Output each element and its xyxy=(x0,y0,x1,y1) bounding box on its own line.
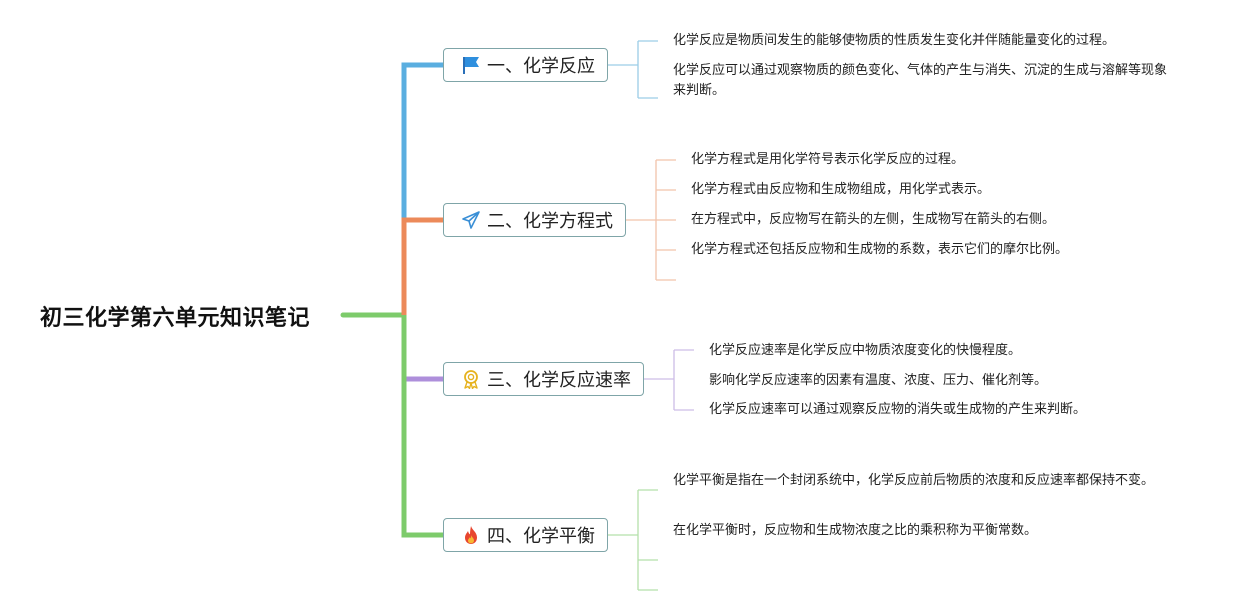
branch-4-leaf-connectors xyxy=(608,489,658,591)
leaf-note[interactable]: 化学方程式由反应物和生成物组成，用化学式表示。 xyxy=(691,182,991,197)
leaf-note[interactable]: 化学反应是物质间发生的能够使物质的性质发生变化并伴随能量变化的过程。 xyxy=(673,33,1116,48)
trunk-segment-2 xyxy=(401,217,443,315)
trunk-segment-4 xyxy=(401,315,443,538)
award-ribbon-icon xyxy=(460,368,482,390)
leaf-note[interactable]: 化学反应速率可以通过观察反应物的消失或生成物的产生来判断。 xyxy=(709,402,1087,417)
leaf-note[interactable]: 化学反应可以通过观察物质的颜色变化、气体的产生与消失、沉淀的生成与溶解等现象来判… xyxy=(673,63,1168,98)
topic-label: 二、化学方程式 xyxy=(487,211,613,232)
leaf-note[interactable]: 影响化学反应速率的因素有温度、浓度、压力、催化剂等。 xyxy=(709,373,1048,388)
fire-icon xyxy=(460,524,482,546)
leaf-note[interactable]: 化学方程式还包括反应物和生成物的系数，表示它们的摩尔比例。 xyxy=(691,242,1069,257)
root-topic-title[interactable]: 初三化学第六单元知识笔记 xyxy=(40,306,311,331)
leaf-note[interactable]: 化学方程式是用化学符号表示化学反应的过程。 xyxy=(691,152,965,167)
topic-reaction-rate[interactable]: 三、化学反应速率 xyxy=(443,362,644,396)
paper-plane-icon xyxy=(460,209,482,231)
trunk-segment-3 xyxy=(401,315,443,382)
leaf-note[interactable]: 化学平衡是指在一个封闭系统中，化学反应前后物质的浓度和反应速率都保持不变。 xyxy=(673,473,1155,488)
branch-3-leaf-connectors xyxy=(644,349,694,411)
topic-label: 四、化学平衡 xyxy=(487,526,595,547)
topic-label: 一、化学反应 xyxy=(487,56,595,77)
leaf-note[interactable]: 在方程式中，反应物写在箭头的左侧，生成物写在箭头的右侧。 xyxy=(691,212,1056,227)
flag-icon xyxy=(460,54,482,76)
leaf-note[interactable]: 在化学平衡时，反应物和生成物浓度之比的乘积称为平衡常数。 xyxy=(673,523,1038,538)
topic-chemical-equilibrium[interactable]: 四、化学平衡 xyxy=(443,518,608,552)
trunk-segment-1 xyxy=(401,62,443,315)
leaf-note[interactable]: 化学反应速率是化学反应中物质浓度变化的快慢程度。 xyxy=(709,343,1022,358)
branch-2-leaf-connectors xyxy=(626,159,676,281)
branch-1-leaf-connectors xyxy=(608,40,658,99)
topic-chemical-equation[interactable]: 二、化学方程式 xyxy=(443,203,626,237)
topic-label: 三、化学反应速率 xyxy=(487,370,631,391)
topic-chemical-reaction[interactable]: 一、化学反应 xyxy=(443,48,608,82)
